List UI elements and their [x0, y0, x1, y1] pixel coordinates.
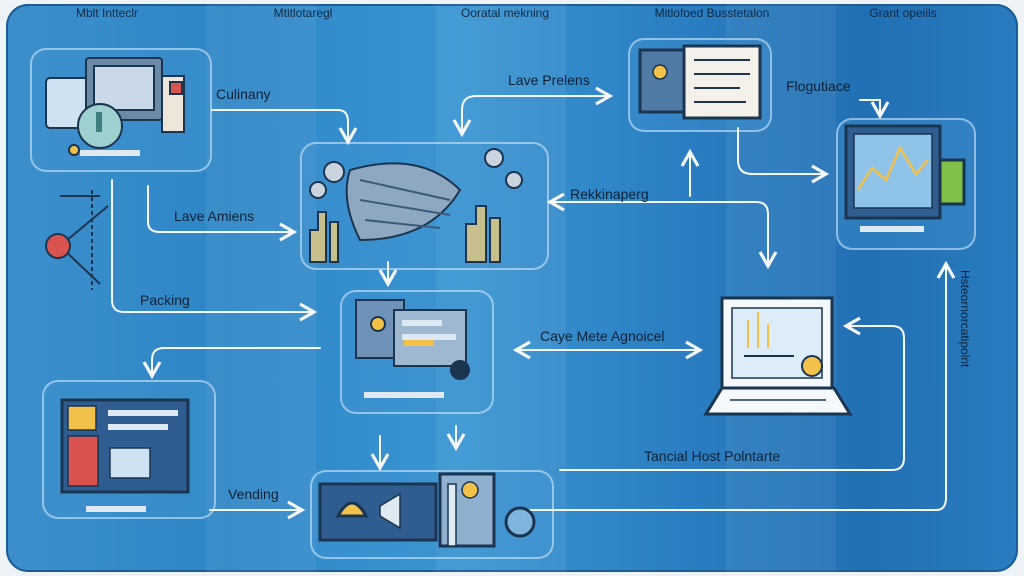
arrow-lave-amiens	[147, 185, 298, 242]
document-icon	[638, 44, 762, 120]
printer-icon	[45, 57, 185, 156]
arrow-back-left	[142, 347, 321, 380]
label-vertical: Hsteornorcatipolnt	[958, 270, 972, 368]
arrow-laptop-return	[559, 316, 905, 471]
arrow-culinany	[211, 109, 358, 146]
city-fish-icon	[309, 148, 523, 263]
vending-icon	[318, 472, 536, 548]
label-tancial: Tancial Host Polntarte	[644, 448, 781, 464]
label-lave-prelens: Lave Prelens	[508, 72, 590, 88]
header-1: Mblt Intteclr	[75, 6, 138, 20]
header-3: Ooratal mekning	[460, 6, 550, 20]
packing-icon	[355, 299, 470, 398]
header-5: Grant opeiils	[869, 6, 937, 20]
arrow-packing	[111, 179, 318, 322]
header-4: Mitlofoed Busstetalon	[654, 6, 770, 20]
arrow-doc-analytics	[737, 127, 830, 184]
arrow-lave-prelens-left	[452, 95, 603, 138]
column-band	[206, 4, 316, 572]
dashboard-icon	[60, 398, 190, 512]
analytics-monitor-icon	[844, 124, 966, 232]
arrow-flog-analytics	[859, 99, 890, 120]
label-vending: Vending	[228, 486, 279, 502]
label-rekkinaperg: Rekkinaperg	[570, 186, 649, 202]
arrow-rekkinaperg-down	[679, 201, 778, 270]
arrow-long-return	[519, 260, 956, 511]
label-culinany: Culinany	[216, 86, 271, 102]
label-packing: Packing	[140, 292, 190, 308]
label-flogutiace: Flogutiace	[786, 78, 851, 94]
label-caye-mete: Caye Mete Agnoicel	[540, 328, 665, 344]
gear-icon	[45, 190, 109, 290]
label-lave-amiens: Lave Amiens	[174, 208, 255, 224]
header-2: Mtitlotaregl	[273, 6, 333, 20]
laptop-icon	[703, 296, 853, 416]
